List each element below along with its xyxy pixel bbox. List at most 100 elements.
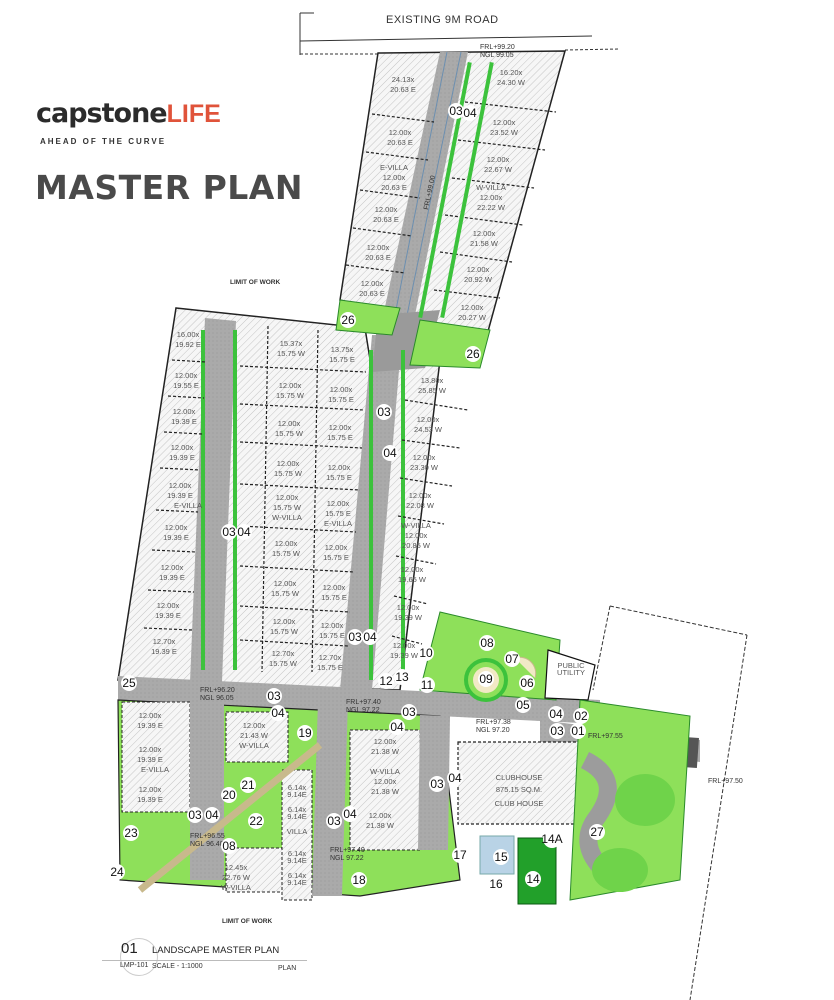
page-title: MASTER PLAN — [35, 168, 303, 207]
svg-text:12.00x: 12.00x — [461, 303, 484, 312]
drawing-legend: 01 LMP-101 LANDSCAPE MASTER PLAN SCALE -… — [90, 938, 320, 998]
svg-text:20.63 E: 20.63 E — [387, 138, 413, 147]
svg-text:12.00x: 12.00x — [480, 193, 503, 202]
svg-text:04: 04 — [363, 630, 377, 644]
svg-text:12.00x: 12.00x — [367, 243, 390, 252]
svg-text:6.14x: 6.14x — [288, 805, 307, 814]
svg-text:22.22 W: 22.22 W — [477, 203, 506, 212]
svg-text:12.00x: 12.00x — [374, 737, 397, 746]
svg-text:19.39 E: 19.39 E — [163, 533, 189, 542]
brand-tagline: AHEAD OF THE CURVE — [40, 137, 167, 146]
marker-04: 04 — [270, 705, 286, 721]
svg-text:9.14E: 9.14E — [287, 856, 307, 865]
svg-text:21.38 W: 21.38 W — [366, 821, 395, 830]
svg-text:22.67 W: 22.67 W — [484, 165, 513, 174]
svg-text:19.39 E: 19.39 E — [137, 721, 163, 730]
limit-of-work-bottom: LIMIT OF WORK — [222, 918, 273, 925]
svg-text:12: 12 — [379, 674, 393, 688]
svg-text:12.70x: 12.70x — [272, 649, 295, 658]
svg-text:03: 03 — [449, 104, 463, 118]
svg-text:08: 08 — [222, 839, 236, 853]
marker-15: 15 — [493, 849, 509, 865]
svg-text:09: 09 — [479, 672, 493, 686]
svg-text:26: 26 — [341, 313, 355, 327]
svg-text:05: 05 — [516, 698, 530, 712]
svg-text:03: 03 — [402, 705, 416, 719]
brand-name: capstone — [36, 98, 168, 129]
svg-text:24: 24 — [110, 865, 124, 879]
marker-03: 03 — [376, 404, 392, 420]
svg-text:12.00x: 12.00x — [493, 118, 516, 127]
marker-03: 03 — [187, 807, 203, 823]
svg-text:15.75 W: 15.75 W — [271, 589, 300, 598]
svg-text:15.75 W: 15.75 W — [270, 627, 299, 636]
marker-04: 04 — [548, 706, 564, 722]
legend-title: LANDSCAPE MASTER PLAN — [152, 945, 280, 956]
marker-25: 25 — [121, 675, 137, 691]
marker-22: 22 — [248, 813, 264, 829]
marker-12: 12 — [378, 673, 394, 689]
svg-text:12.00x: 12.00x — [161, 563, 184, 572]
svg-text:12.00x: 12.00x — [139, 785, 162, 794]
svg-text:9.14E: 9.14E — [287, 812, 307, 821]
amenity-markers: 03 04 26 26 03 04 03 04 03 04 25 03 04 1… — [109, 103, 605, 892]
marker-04: 04 — [382, 445, 398, 461]
svg-text:15.75 W: 15.75 W — [273, 503, 302, 512]
svg-text:27: 27 — [590, 825, 604, 839]
svg-text:22.76 W: 22.76 W — [222, 873, 251, 882]
clubhouse: CLUBHOUSE 875.15 SQ.M. CLUB HOUSE — [495, 773, 544, 808]
svg-text:19: 19 — [298, 726, 312, 740]
svg-text:W-VILLA: W-VILLA — [221, 883, 251, 892]
svg-text:10: 10 — [419, 646, 433, 660]
svg-text:19.39 E: 19.39 E — [159, 573, 185, 582]
svg-text:6.14x: 6.14x — [288, 849, 307, 858]
svg-text:12.70x: 12.70x — [319, 653, 342, 662]
svg-text:12.00x: 12.00x — [401, 565, 424, 574]
svg-text:24.13x: 24.13x — [392, 75, 415, 84]
svg-text:12.00x: 12.00x — [323, 583, 346, 592]
svg-text:12.00x: 12.00x — [273, 617, 296, 626]
marker-01: 01 — [570, 723, 586, 739]
svg-text:12.00x: 12.00x — [175, 371, 198, 380]
svg-text:19.39 E: 19.39 E — [155, 611, 181, 620]
svg-text:12.00x: 12.00x — [413, 453, 436, 462]
svg-text:12.00x: 12.00x — [139, 745, 162, 754]
svg-text:15.75 W: 15.75 W — [272, 549, 301, 558]
svg-text:FRL+97.38: FRL+97.38 — [476, 719, 511, 726]
public-utility-label: PUBLIC — [557, 661, 585, 670]
svg-text:12.00x: 12.00x — [157, 601, 180, 610]
svg-text:21.38 W: 21.38 W — [371, 787, 400, 796]
svg-text:NGL 97.22: NGL 97.22 — [346, 707, 380, 714]
marker-02: 02 — [573, 708, 589, 724]
svg-text:15.75 E: 15.75 E — [319, 631, 345, 640]
svg-text:22.08 W: 22.08 W — [406, 501, 435, 510]
svg-text:21.38 W: 21.38 W — [371, 747, 400, 756]
svg-text:20.63 E: 20.63 E — [365, 253, 391, 262]
svg-text:04: 04 — [463, 106, 477, 120]
svg-text:22: 22 — [249, 814, 263, 828]
marker-06: 06 — [519, 675, 535, 691]
marker-13: 13 — [394, 669, 410, 685]
svg-text:9.14E: 9.14E — [287, 790, 307, 799]
svg-text:CLUBHOUSE: CLUBHOUSE — [496, 773, 543, 782]
marker-14: 14 — [525, 871, 541, 887]
svg-text:20.63 E: 20.63 E — [359, 289, 385, 298]
marker-03: 03 — [429, 776, 445, 792]
svg-text:03: 03 — [327, 814, 341, 828]
svg-text:6.14x: 6.14x — [288, 783, 307, 792]
svg-text:16: 16 — [489, 877, 503, 891]
svg-text:NGL 96.05: NGL 96.05 — [200, 695, 234, 702]
marker-19: 19 — [297, 725, 313, 741]
legend-scale: SCALE - 1:1000 — [152, 963, 203, 970]
svg-text:12.00x: 12.00x — [171, 443, 194, 452]
svg-text:23.30 W: 23.30 W — [410, 463, 439, 472]
marker-20: 20 — [221, 787, 237, 803]
svg-text:12.00x: 12.00x — [467, 265, 490, 274]
svg-text:12.00x: 12.00x — [328, 463, 351, 472]
svg-text:03: 03 — [348, 630, 362, 644]
svg-text:12.00x: 12.00x — [393, 641, 416, 650]
svg-text:19.39 E: 19.39 E — [167, 491, 193, 500]
marker-03: 03 — [221, 524, 237, 540]
svg-text:FRL+99.20: FRL+99.20 — [480, 44, 515, 51]
